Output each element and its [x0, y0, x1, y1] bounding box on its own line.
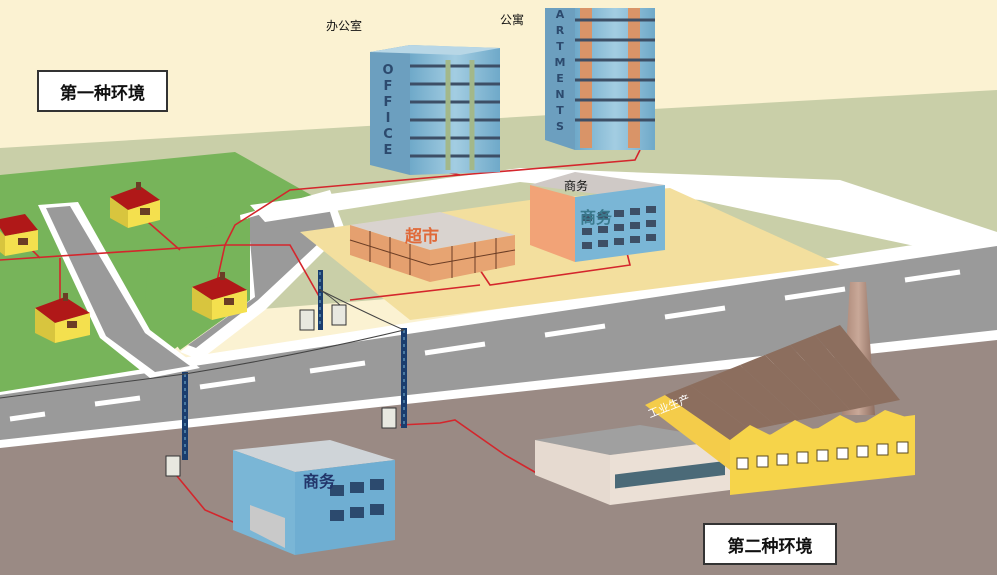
office-sign-letter: I — [386, 111, 391, 126]
side-road-2 — [188, 196, 335, 348]
factory — [535, 282, 915, 505]
apartment-sign-letter: S — [556, 120, 564, 133]
apartment-sign-letter: A — [556, 8, 565, 21]
office-sign: O F F I C E — [382, 63, 393, 158]
apartment-sign: A R T M E N T S — [555, 8, 566, 133]
commercial-road-edge — [250, 168, 997, 246]
environment-1-label: 第一种环境 — [37, 70, 168, 112]
office-sign-letter: F — [384, 79, 393, 94]
apartment-building — [545, 8, 655, 150]
apartment-sign-letter: R — [556, 24, 565, 37]
business-bottom-sign: 商务 — [303, 472, 336, 491]
office-label: 办公室 — [326, 18, 362, 33]
apartment-sign-letter: M — [555, 56, 566, 69]
terminal-boxes — [165, 304, 397, 477]
office-sign-letter: E — [384, 143, 393, 158]
house-1 — [0, 214, 38, 256]
environment-2-label: 第二种环境 — [703, 523, 837, 565]
business-top-label: 商务 — [564, 178, 588, 193]
apartment-sign-letter: T — [556, 40, 564, 53]
office-sign-letter: C — [383, 127, 393, 142]
supermarket-building — [349, 212, 516, 282]
apartment-sign-letter: T — [556, 104, 564, 117]
house-2 — [110, 182, 160, 228]
apartment-sign-letter: N — [555, 88, 564, 101]
office-building — [370, 45, 500, 175]
pole-dashes — [184, 272, 405, 458]
house-4 — [192, 272, 247, 320]
apartment-sign-letter: E — [556, 72, 564, 85]
supermarket-sign: 超市 — [405, 226, 439, 247]
overhead-wires — [0, 289, 405, 399]
side-road — [46, 206, 190, 372]
apartment-label: 公寓 — [500, 12, 524, 27]
business-building-bottom — [233, 440, 395, 555]
business-top-sign: 商务 — [580, 208, 613, 227]
office-sign-letter: F — [384, 95, 393, 110]
office-sign-letter: O — [382, 63, 393, 78]
main-road — [0, 246, 997, 440]
road-center-line — [9, 269, 961, 422]
house-3 — [35, 293, 90, 343]
business-building-top — [530, 172, 665, 262]
